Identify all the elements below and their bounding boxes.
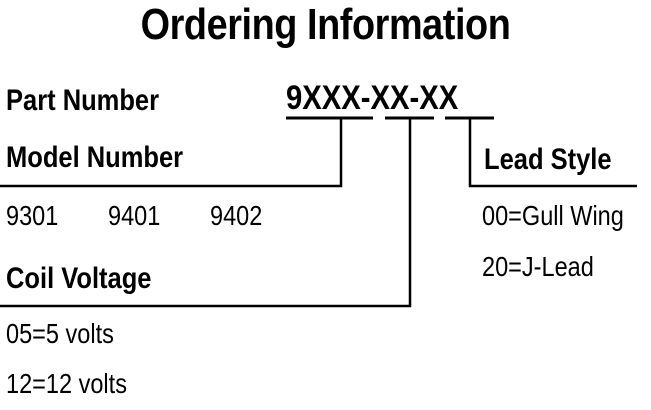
code-segment-lead: XX [419, 79, 459, 117]
lead-option: 00=Gull Wing [482, 200, 624, 231]
part-number-code: 9XXX-XX-XX [286, 79, 458, 118]
lead-style-label: Lead Style [484, 143, 612, 176]
voltage-option: 05=5 volts [6, 318, 114, 349]
model-number-label: Model Number [6, 141, 184, 174]
model-option: 9401 [108, 200, 161, 231]
model-option: 9301 [6, 200, 59, 231]
code-segment-model: 9XXX [286, 79, 361, 117]
coil-voltage-label: Coil Voltage [6, 262, 152, 295]
lead-option: 20=J-Lead [482, 251, 594, 282]
code-separator: - [360, 79, 371, 117]
code-separator: - [409, 79, 420, 117]
leader-voltage [0, 118, 412, 308]
code-segment-voltage: XX [370, 79, 410, 117]
part-number-label: Part Number [6, 84, 160, 117]
model-option: 9402 [210, 200, 263, 231]
leader-model [0, 118, 343, 188]
voltage-option: 12=12 volts [6, 368, 127, 399]
leader-lead [468, 118, 637, 188]
page-title: Ordering Information [140, 0, 511, 49]
